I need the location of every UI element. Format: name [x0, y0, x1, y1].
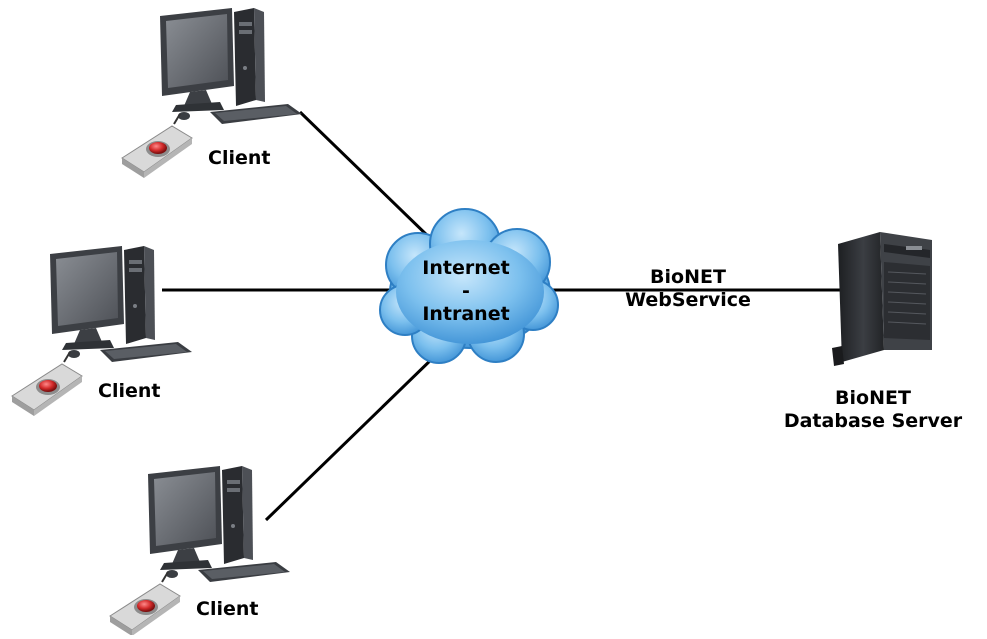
desktop-computer-icon: [148, 466, 290, 582]
service-label: BioNET WebService: [600, 266, 776, 312]
link-client-top: [298, 110, 434, 242]
cloud-label-line2: -: [462, 280, 470, 302]
server-label-line1: BioNET: [835, 387, 911, 409]
cloud-label: Internet - Intranet: [396, 257, 536, 326]
server-label-line2: Database Server: [783, 410, 963, 432]
cloud-icon: [379, 208, 559, 364]
service-label-line1: BioNET: [650, 266, 726, 288]
cloud-label-line1: Internet: [422, 257, 510, 279]
desktop-computer-icon: [160, 8, 302, 124]
connections: [162, 110, 840, 522]
fingerprint-scanner-icon: [11, 351, 83, 417]
desktop-computer-icon: [50, 246, 192, 362]
fingerprint-scanner-icon: [109, 571, 181, 637]
fingerprint-scanner-icon: [121, 113, 193, 179]
server-label: BioNET Database Server: [762, 387, 984, 433]
cloud-label-line3: Intranet: [422, 303, 510, 325]
tower-server-icon: [832, 232, 932, 366]
link-client-bottom: [264, 353, 438, 522]
service-label-line2: WebService: [625, 289, 751, 311]
client-label: Client: [208, 147, 271, 169]
client-label: Client: [196, 598, 259, 620]
client-label: Client: [98, 380, 161, 402]
